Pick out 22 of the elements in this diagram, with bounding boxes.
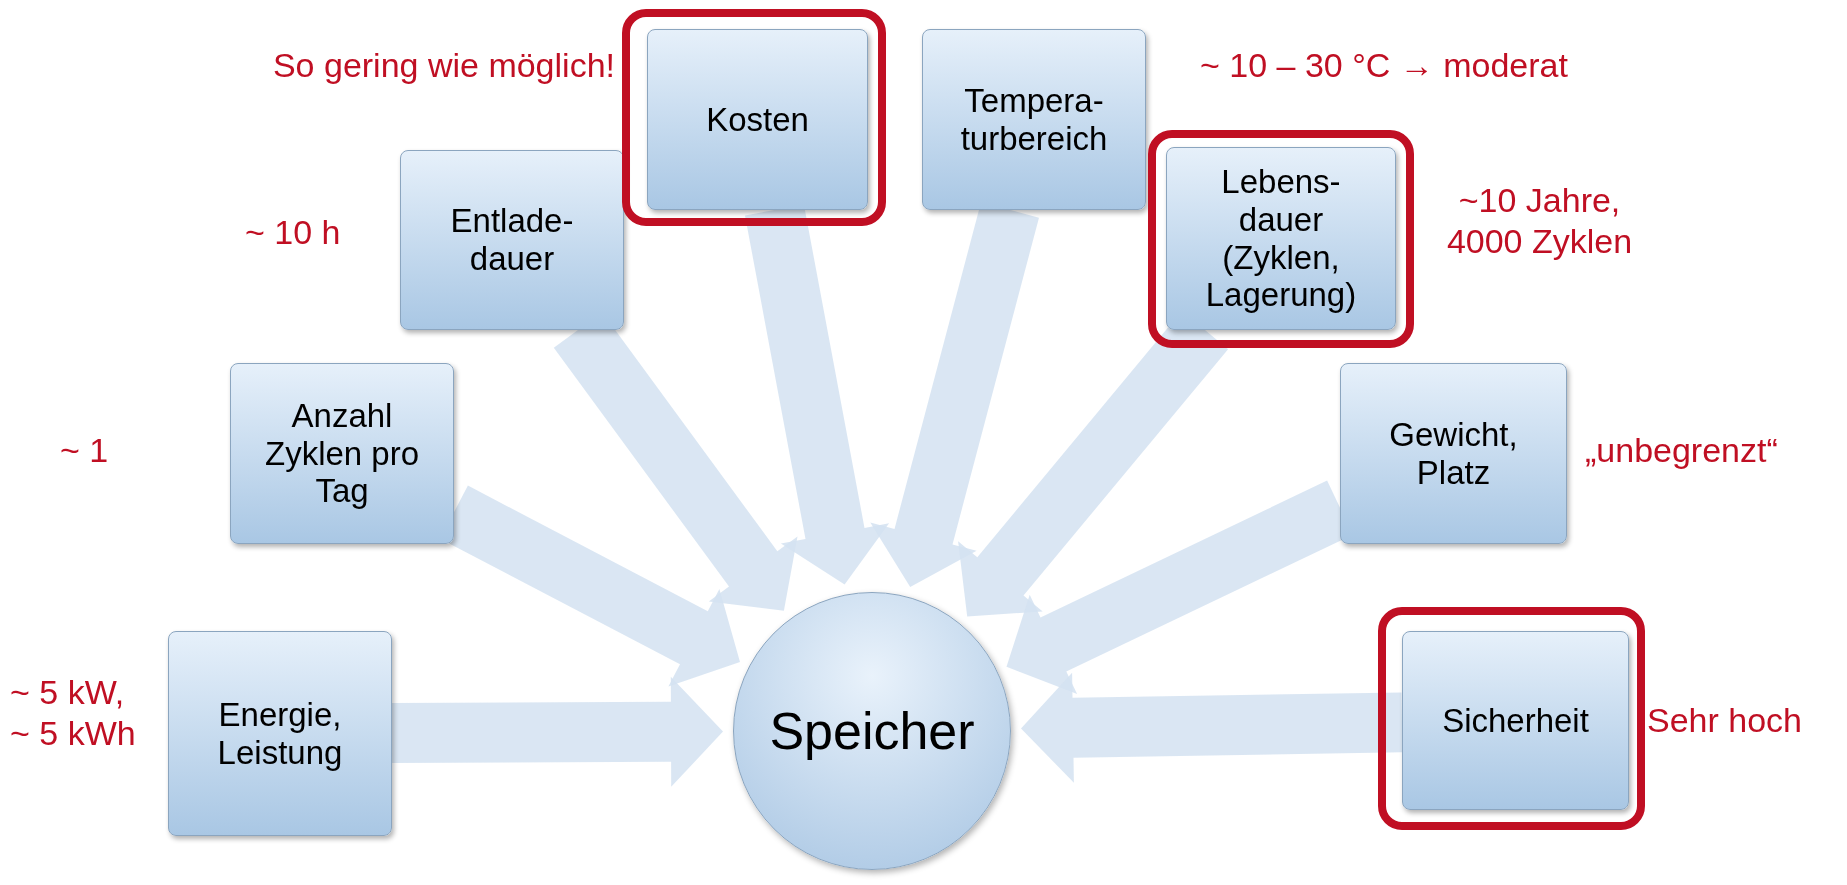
process-box: Lebens- dauer (Zyklen, Lagerung) <box>1166 147 1396 330</box>
annotation-text: Sehr hoch <box>1647 700 1803 741</box>
annotation-text: So gering wie möglich! <box>271 45 615 86</box>
highlight-frame <box>1378 607 1645 830</box>
annotation-text: ~ 10 – 30 °C → moderat <box>1200 45 1569 86</box>
process-box: Entlade- dauer <box>400 150 624 330</box>
process-box: Gewicht, Platz <box>1340 363 1567 544</box>
block-arrow <box>391 676 723 787</box>
process-box: Anzahl Zyklen pro Tag <box>230 363 454 544</box>
highlight-frame <box>622 9 886 226</box>
annotation-text: ~ 1 <box>60 430 110 471</box>
annotation-text: ~ 5 kW, ~ 5 kWh <box>10 672 137 754</box>
process-box: Energie, Leistung <box>168 631 392 836</box>
process-box: Sicherheit <box>1402 631 1629 810</box>
annotation-text: „unbegrenzt“ <box>1585 430 1779 471</box>
process-box: Tempera- turbereich <box>922 29 1146 210</box>
annotation-text: ~ 10 h <box>245 212 342 253</box>
process-box: Kosten <box>647 29 868 210</box>
annotation-text: ~10 Jahre, 4000 Zyklen <box>1445 180 1634 262</box>
central-circle: Speicher <box>733 592 1011 870</box>
block-arrow <box>1021 672 1403 783</box>
highlight-frame <box>1148 130 1414 348</box>
